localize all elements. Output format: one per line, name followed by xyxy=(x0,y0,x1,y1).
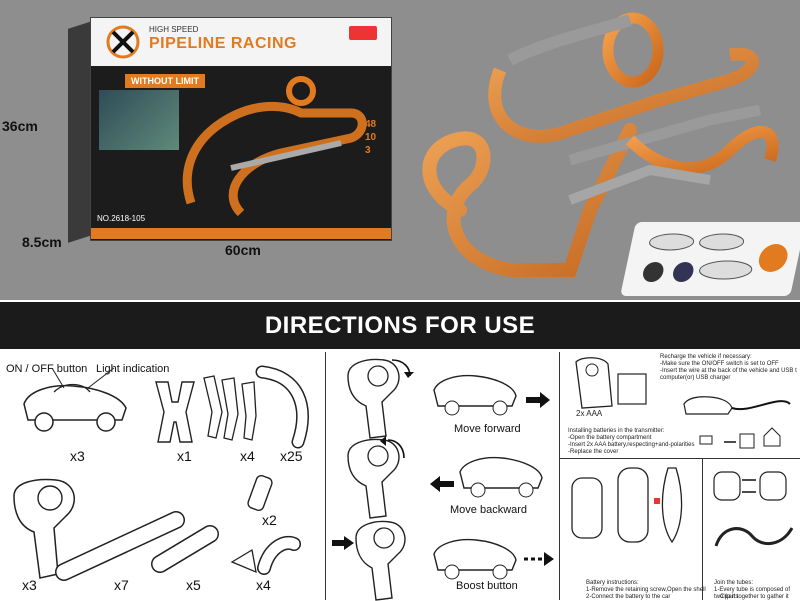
battery-line-1: 1-Remove the retaining screw,Open the sh… xyxy=(586,587,706,593)
short-tube-count: x5 xyxy=(186,577,201,593)
install-title: Installing batteries in the transmitter: xyxy=(568,428,665,434)
car-boost-icon xyxy=(433,538,517,580)
car-battery-icon xyxy=(571,467,683,544)
long-tube-count: x7 xyxy=(114,577,129,593)
box-feature-numbers: 48 10 3 xyxy=(365,118,376,157)
car-forward-icon xyxy=(433,374,517,416)
single-connector-icon xyxy=(203,375,257,441)
box-header: HIGH SPEED PIPELINE RACING xyxy=(91,18,391,66)
brand-x-logo-icon xyxy=(106,25,140,59)
boost-button-label: Boost button xyxy=(456,580,518,592)
box-number-1: 48 xyxy=(365,119,377,130)
controller-backward-icon xyxy=(347,436,405,519)
funnel-count: x4 xyxy=(256,577,271,593)
charging-line-1: -Make sure the ON/OFF switch is set to O… xyxy=(660,361,779,367)
dashed-arrow-icon xyxy=(524,552,554,566)
charging-line-2: -Insert the wire at the back of the vehi… xyxy=(660,368,797,374)
light-indication-label: Light indication xyxy=(96,363,170,375)
single-connector-count: x4 xyxy=(240,448,255,464)
race-car-outline-icon xyxy=(23,367,127,432)
instructions-panel: 2x AAA Installing batteries in the trans… xyxy=(560,352,800,600)
product-showcase: HIGH SPEED PIPELINE RACING WITHOUT LIMIT… xyxy=(0,0,800,300)
box-number-2: 10 xyxy=(365,132,377,143)
curved-tube-count: x25 xyxy=(280,448,303,464)
aaa-label: 2x AAA xyxy=(576,409,603,418)
product-box: HIGH SPEED PIPELINE RACING WITHOUT LIMIT… xyxy=(68,17,392,243)
directions-title: DIRECTIONS FOR USE xyxy=(264,312,536,339)
spring-count: x2 xyxy=(262,512,277,528)
curved-tube-icon xyxy=(255,365,309,449)
box-track-illustration xyxy=(182,76,367,217)
tubes-line-2: Clip it together to gather it xyxy=(720,594,789,600)
spring-icon xyxy=(247,474,273,512)
tubes-title: Join the tubes: xyxy=(714,580,754,586)
directions-bar xyxy=(0,302,800,349)
panel-divider-horizontal xyxy=(560,458,800,459)
arrow-left-icon xyxy=(430,476,454,492)
box-orange-stripe xyxy=(91,228,391,239)
tubes-line-1: 1-Every tube is composed of two parts xyxy=(714,587,791,600)
box-tagline: WITHOUT LIMIT xyxy=(125,74,205,88)
move-forward-label: Move forward xyxy=(454,423,521,435)
usb-charging-icon xyxy=(683,396,791,449)
controller-forward-icon xyxy=(347,358,414,439)
brand-badge-icon xyxy=(349,26,377,40)
controller-boost-icon xyxy=(355,520,406,601)
charging-title: Recharge the vehicle if necessary: xyxy=(660,354,752,360)
panel-divider-vertical xyxy=(702,459,703,600)
kids-photo xyxy=(99,90,179,150)
controller-outline-icon xyxy=(13,478,76,579)
on-off-label: ON / OFF button xyxy=(6,363,88,375)
car-backward-icon xyxy=(459,456,543,498)
transmitter-battery-icon xyxy=(575,357,647,409)
arrow-right-icon xyxy=(526,392,550,408)
double-connector-icon xyxy=(155,381,195,443)
box-brand-line1: HIGH SPEED xyxy=(149,25,199,34)
short-tube-icon xyxy=(151,525,219,573)
arrow-boost-icon xyxy=(332,536,354,550)
double-connector-count: x1 xyxy=(177,448,192,464)
join-tubes-icon xyxy=(713,471,794,547)
box-model-number: NO.2618-105 xyxy=(97,214,146,223)
funnel-tube-icon xyxy=(230,535,301,575)
battery-title: Battery instructions: xyxy=(586,580,639,586)
box-side-panel xyxy=(68,21,92,243)
install-line-2: -Insert 2x AAA battery,respecting+and-po… xyxy=(568,442,695,448)
controller-inset-photo xyxy=(620,222,800,296)
car-count: x3 xyxy=(70,448,85,464)
box-front-panel: HIGH SPEED PIPELINE RACING WITHOUT LIMIT… xyxy=(90,17,392,241)
box-brand-line2: PIPELINE RACING xyxy=(149,35,297,52)
cars-inset-icon xyxy=(643,233,788,282)
install-line-3: -Replace the cover xyxy=(568,449,619,455)
parts-panel: ON / OFF button Light indication x3 x1 x… xyxy=(0,352,326,600)
charging-line-3: computer(or) USB charger xyxy=(660,375,731,381)
move-backward-label: Move backward xyxy=(450,504,528,516)
controller-count: x3 xyxy=(22,577,37,593)
long-tube-icon xyxy=(55,511,185,581)
dimension-height: 36cm xyxy=(2,118,38,134)
install-line-1: -Open the battery compartment xyxy=(568,435,652,441)
dimension-width: 60cm xyxy=(225,242,261,258)
battery-line-2: 2-Connect the battery to the car xyxy=(586,594,671,600)
controls-panel: Move forward Move backward Boost button xyxy=(326,352,560,601)
assembled-track-illustration xyxy=(422,12,779,277)
dimension-depth: 8.5cm xyxy=(22,234,62,250)
box-number-3: 3 xyxy=(365,145,371,156)
